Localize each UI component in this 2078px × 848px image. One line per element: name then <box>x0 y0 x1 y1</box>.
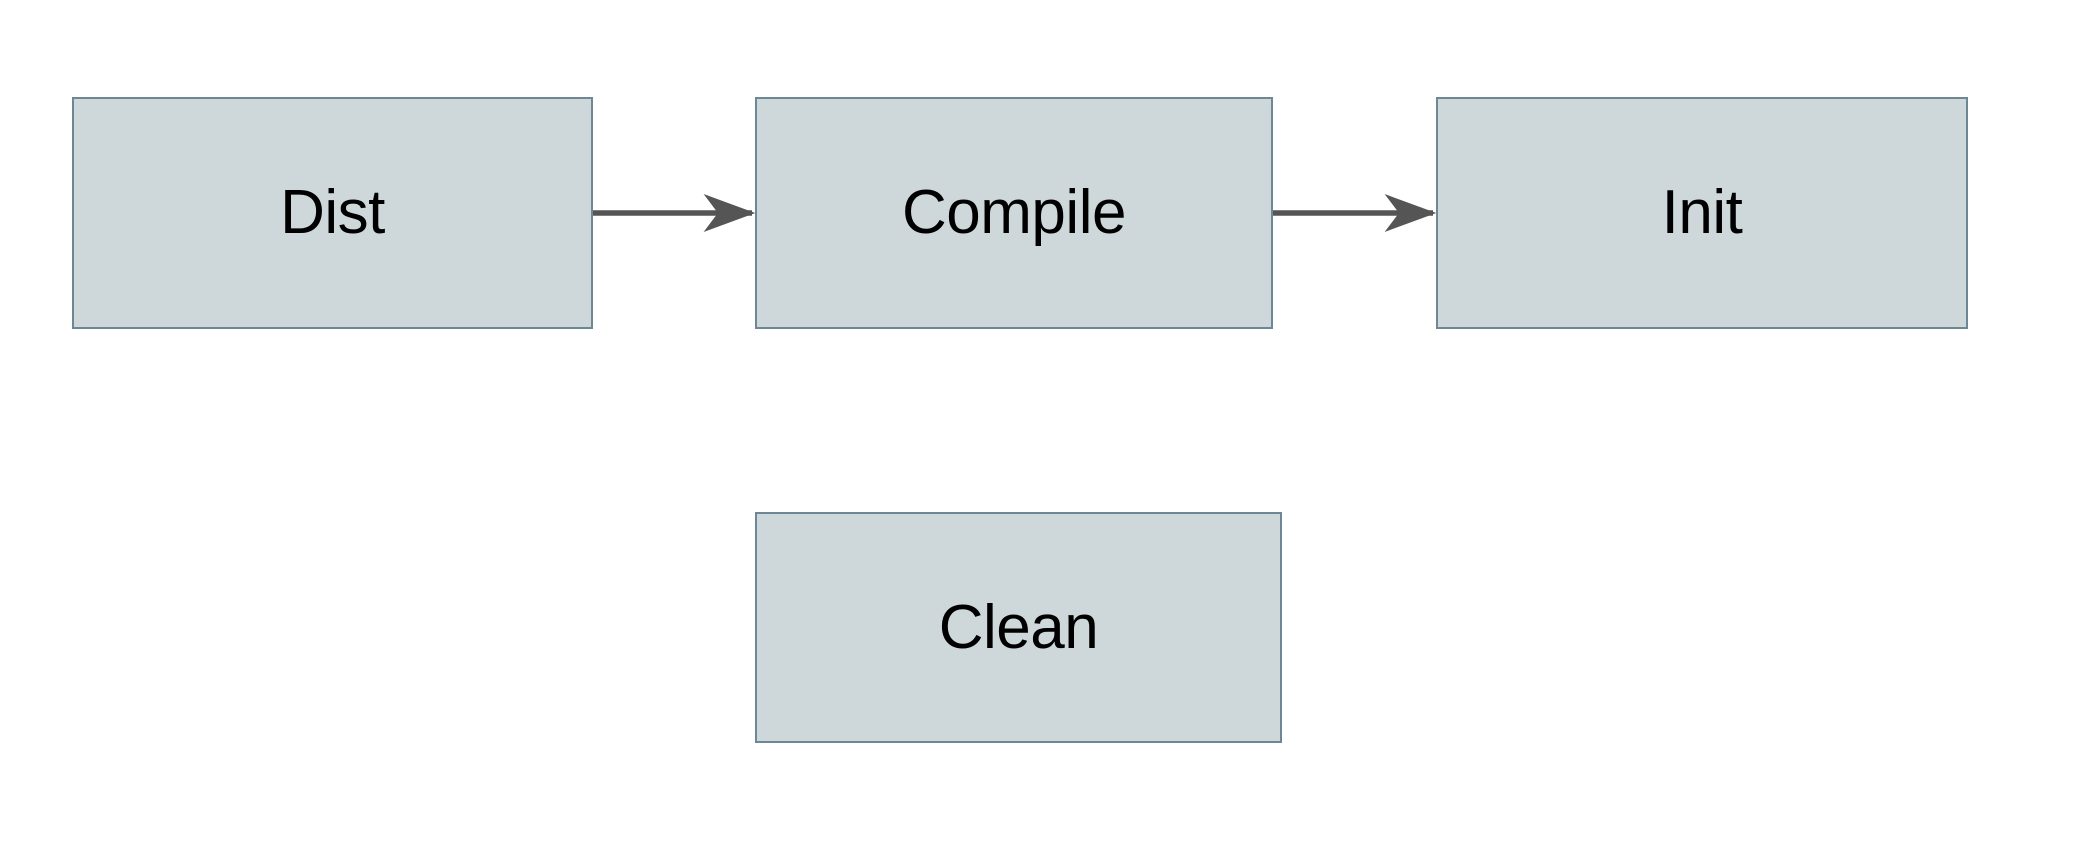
node-init-label: Init <box>1661 178 1743 247</box>
node-init[interactable]: Init <box>1436 97 1968 329</box>
node-clean[interactable]: Clean <box>755 512 1282 743</box>
node-compile-label: Compile <box>902 178 1126 247</box>
node-compile[interactable]: Compile <box>755 97 1273 329</box>
node-dist[interactable]: Dist <box>72 97 593 329</box>
node-clean-label: Clean <box>938 592 1099 662</box>
node-dist-label: Dist <box>280 178 385 247</box>
